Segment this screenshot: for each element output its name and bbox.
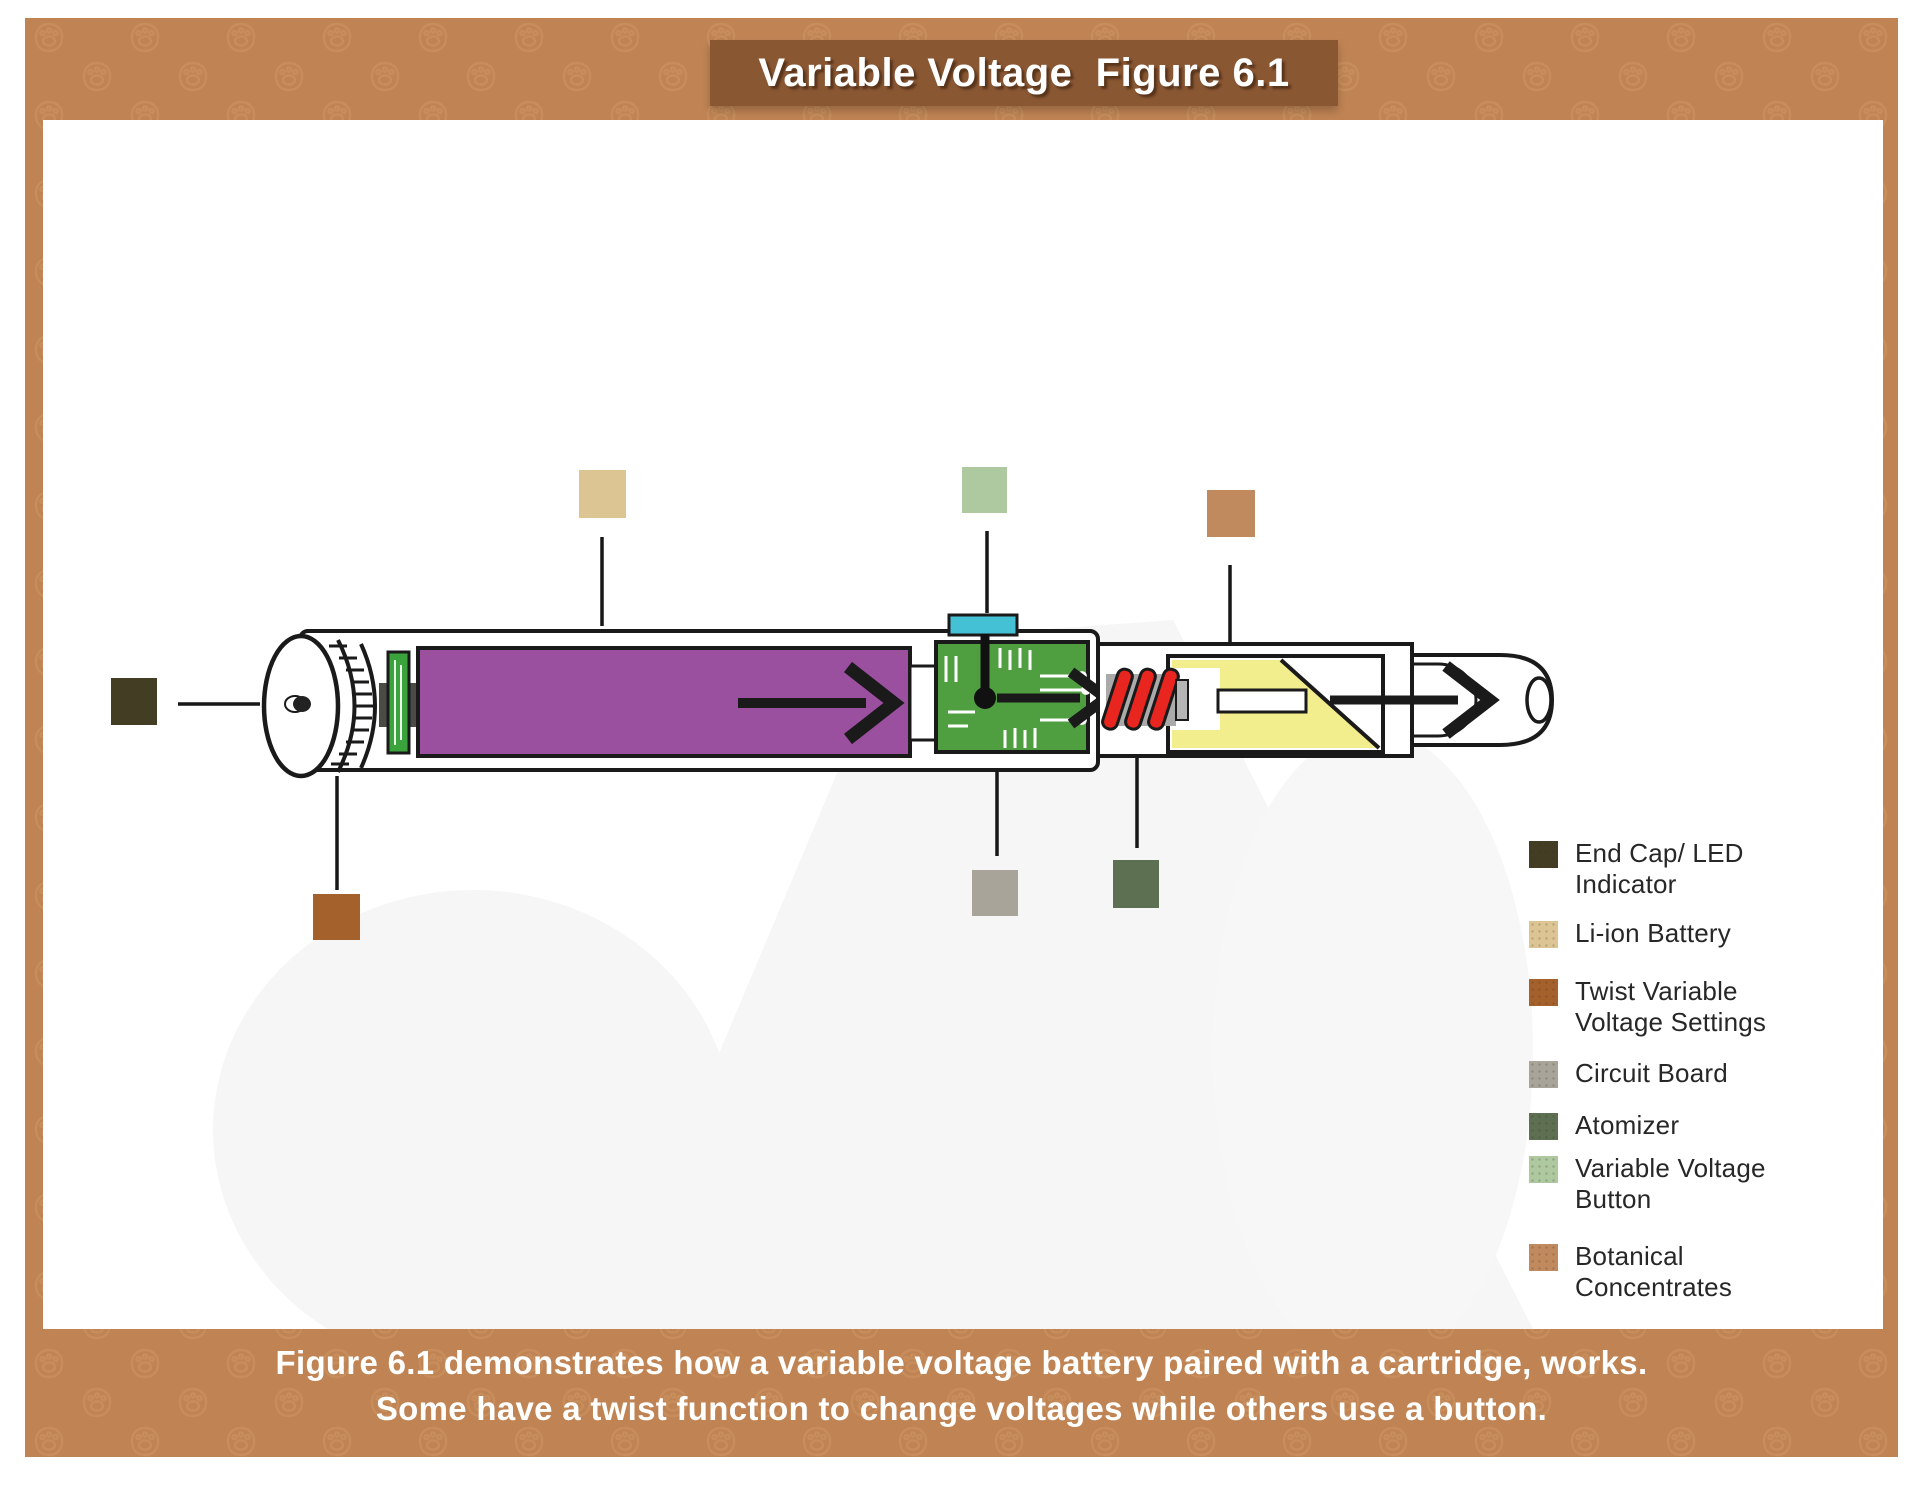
caption-line-1: Figure 6.1 demonstrates how a variable v… [275,1344,1648,1381]
legend-label-atomizer: Atomizer [1575,1110,1680,1140]
legend-swatch-circuit-board [1529,1061,1558,1088]
legend-swatch-botanical [1529,1244,1558,1271]
legend-item-botanical: Botanical Concentrates [1529,1241,1807,1303]
content-area [43,120,1883,1329]
legend-swatch-twist [1529,979,1558,1006]
legend-swatch-battery [1529,921,1558,948]
legend-label-twist: Twist Variable Voltage Settings [1575,976,1767,1037]
figure-caption: Figure 6.1 demonstrates how a variable v… [25,1340,1898,1432]
title-banner: Variable Voltage Figure 6.1 [710,40,1338,106]
leaf-watermark [213,620,1533,1329]
legend-swatch-vv-button [1529,1156,1558,1183]
legend-item-atomizer: Atomizer [1529,1110,1807,1141]
legend-label-circuit-board: Circuit Board [1575,1058,1728,1088]
legend-label-end-cap: End Cap/ LED Indicator [1575,838,1744,899]
legend-item-end-cap: End Cap/ LED Indicator [1529,838,1807,900]
legend-label-battery: Li-ion Battery [1575,918,1731,948]
legend-item-battery: Li-ion Battery [1529,918,1807,949]
title-text: Variable Voltage Figure 6.1 [758,50,1290,95]
legend-label-vv-button: Variable Voltage Button [1575,1153,1766,1214]
caption-line-2: Some have a twist function to change vol… [375,1390,1548,1427]
legend-item-circuit-board: Circuit Board [1529,1058,1807,1089]
legend-item-vv-button: Variable Voltage Button [1529,1153,1807,1215]
legend-swatch-atomizer [1529,1113,1558,1140]
legend-item-twist: Twist Variable Voltage Settings [1529,976,1807,1038]
legend-label-botanical: Botanical Concentrates [1575,1241,1733,1302]
legend-swatch-end-cap [1529,841,1558,868]
